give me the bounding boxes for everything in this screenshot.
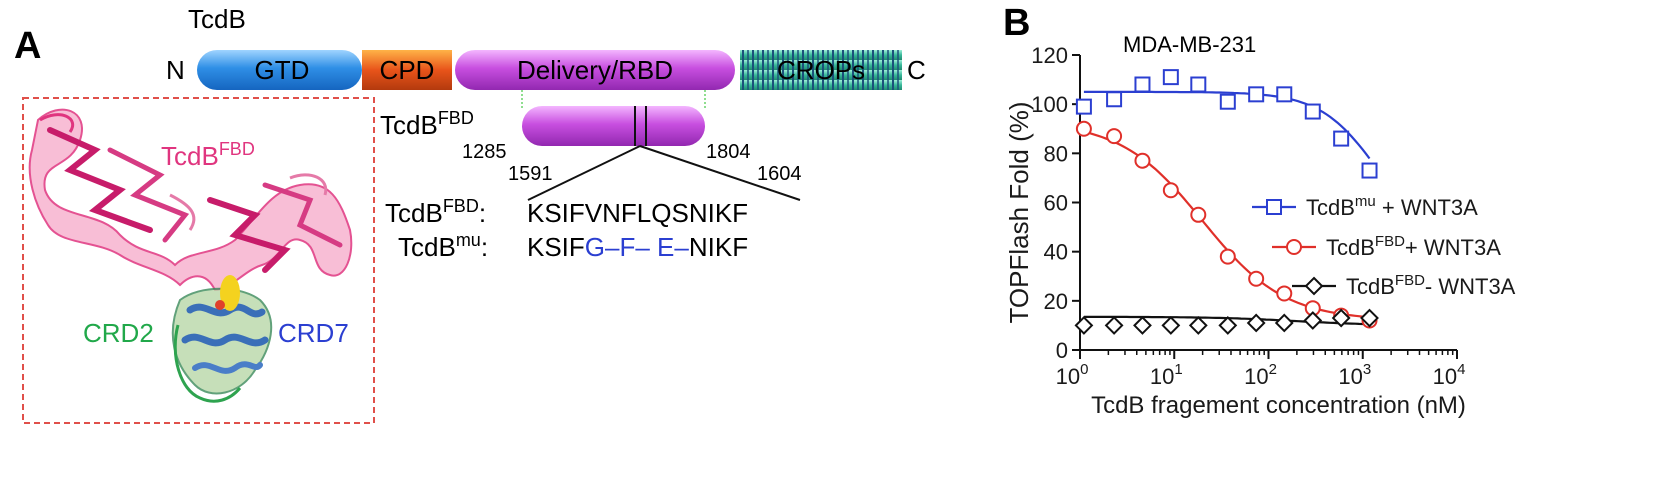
data-point-square [1248, 86, 1265, 103]
fit-curve [1083, 130, 1370, 319]
c-terminus-label: C [907, 55, 926, 85]
domain-bar: N GTD CPD Delivery/RBD CROPs C [166, 50, 926, 90]
x-tick-label: 103 [1338, 361, 1371, 389]
data-point-circle [1106, 128, 1123, 145]
data-point-diamond [1246, 313, 1266, 333]
seq-wt: KSIFVNFLQSNIKF [527, 198, 748, 228]
data-point-square [1333, 130, 1350, 147]
data-point-diamond [1188, 316, 1208, 335]
structure-panel: TcdBFBD CRD2 CRD7 [22, 97, 375, 424]
chart-legend: TcdBmu + WNT3A TcdBFBD+ WNT3A TcdBFBD- WNT… [1252, 193, 1516, 299]
motif-end-position: 1604 [757, 163, 802, 185]
n-terminus-label: N [166, 55, 185, 85]
sequence-alignment: TcdBFBD: KSIFVNFLQSNIKF TcdBmu: KSIFG–F–… [385, 196, 748, 262]
fit-curve [1083, 90, 1371, 160]
binding-site-red [215, 300, 225, 310]
domain-delivery-rbd [455, 50, 735, 90]
structure-tcdb-label: TcdBFBD [161, 139, 255, 171]
fbd-bar-label: TcdBFBD [380, 108, 474, 140]
data-point-diamond [1104, 316, 1124, 335]
y-tick-label: 80 [1044, 141, 1068, 166]
legend-entry-label: TcdBFBD- WNT3A [1346, 272, 1516, 299]
fbd-end-position: 1804 [706, 141, 751, 163]
y-tick-label: 60 [1044, 191, 1068, 216]
domain-crops-label: CROPs [777, 55, 865, 85]
panel-b: B MDA-MB-231 0 20 40 60 80 100 120 100 101 102 103… [1003, 2, 1516, 419]
fbd-start-position: 1285 [462, 141, 507, 163]
x-tick-label: 101 [1150, 361, 1183, 389]
domain-gtd-label: GTD [255, 55, 310, 85]
motif-start-position: 1591 [508, 163, 553, 185]
structure-dashed-box [22, 97, 375, 424]
panel-a-letter: A [14, 25, 41, 67]
data-point-square [1106, 91, 1123, 108]
x-tick-label: 100 [1056, 361, 1089, 389]
binding-site-yellow [220, 275, 240, 311]
data-point-square [1190, 76, 1207, 93]
legend-entry-label: TcdBFBD+ WNT3A [1326, 233, 1501, 260]
data-point-square [1219, 93, 1236, 110]
crd7-label: CRD7 [278, 318, 349, 348]
data-point-diamond [1218, 316, 1238, 335]
data-point-square [1162, 69, 1179, 86]
y-tick-label: 100 [1031, 92, 1068, 117]
data-point-circle [1162, 182, 1179, 199]
motif-expand-line-left [527, 145, 641, 201]
data-point-square [1361, 162, 1378, 179]
y-tick-label: 20 [1044, 289, 1068, 314]
x-tick-label: 104 [1433, 361, 1466, 389]
legend-entry-label: TcdBmu + WNT3A [1306, 193, 1478, 220]
fbd-bar [522, 106, 705, 146]
data-point-square [1304, 103, 1321, 120]
data-point-diamond [1133, 316, 1152, 335]
data-point-square [1134, 76, 1151, 93]
chart-title: MDA-MB-231 [1123, 32, 1256, 57]
data-point-diamond [1360, 308, 1379, 328]
domain-crops [740, 50, 902, 90]
motif-expand-line-right [639, 145, 801, 201]
data-point-diamond [1304, 276, 1324, 296]
x-axis-label: TcdB fragement concentration (nM) [1091, 392, 1466, 419]
data-point-circle [1276, 285, 1293, 302]
protein-title: TcdB [188, 4, 246, 34]
y-axis-label: TOPFlash Fold (%) [1004, 101, 1034, 323]
data-point-circle [1219, 248, 1236, 265]
data-point-diamond [1074, 316, 1094, 335]
crd2-label: CRD2 [83, 318, 154, 348]
domain-cpd [362, 50, 452, 90]
data-point-circle [1286, 239, 1302, 255]
data-point-circle [1248, 270, 1265, 287]
data-point-circle [1075, 120, 1092, 137]
panel-b-letter: B [1003, 2, 1030, 44]
x-tick-label: 102 [1244, 361, 1277, 389]
seq-wt-name: TcdBFBD: [385, 196, 486, 228]
seq-mu: KSIFG–F– E–NIKF [527, 232, 748, 262]
data-point-circle [1190, 206, 1207, 223]
y-tick-label: 0 [1056, 338, 1068, 363]
data-point-square [1276, 86, 1293, 103]
data-point-diamond [1274, 313, 1294, 333]
panel-a: A TcdB N GTD CPD Delivery/RBD CROPs C Tc… [14, 4, 926, 424]
domain-delivery-rbd-label: Delivery/RBD [517, 55, 673, 85]
domain-gtd [197, 50, 362, 90]
data-point-square [1075, 98, 1092, 115]
data-point-diamond [1161, 316, 1181, 335]
data-point-circle [1134, 152, 1151, 169]
data-point-diamond [1331, 308, 1351, 328]
crd-structure [171, 275, 273, 403]
y-tick-label: 120 [1031, 43, 1068, 68]
data-point-diamond [1303, 311, 1323, 330]
fbd-fragment: TcdBFBD 1285 1804 1591 1604 [380, 106, 802, 201]
y-tick-label: 40 [1044, 240, 1068, 265]
tcdb-fbd-structure [28, 108, 353, 292]
data-point-square [1266, 199, 1282, 215]
seq-mu-name: TcdBmu: [398, 230, 488, 262]
domain-cpd-label: CPD [380, 55, 435, 85]
